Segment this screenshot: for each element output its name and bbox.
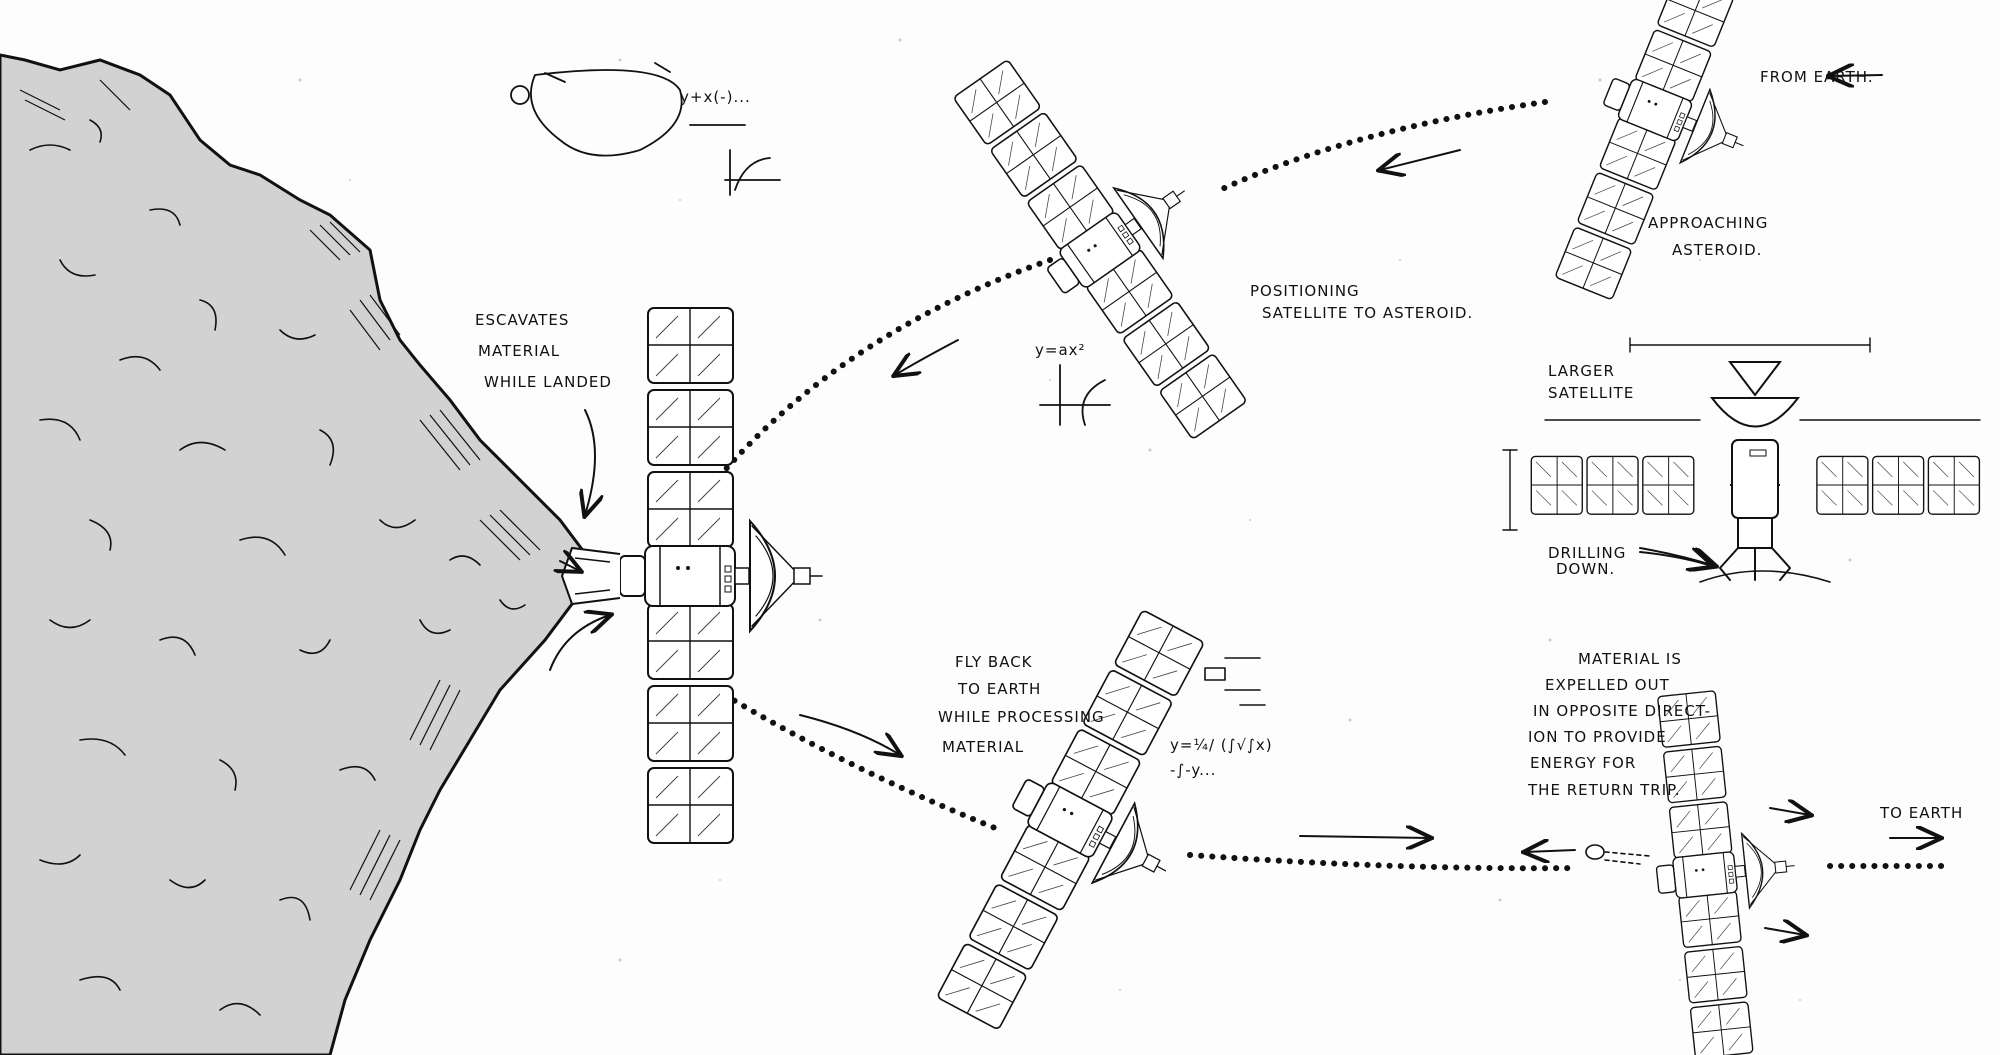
trajectory-incoming bbox=[1217, 99, 1548, 193]
label-to-earth: TO EARTH bbox=[1879, 804, 1963, 822]
svg-text:DRILLING: DRILLING bbox=[1548, 544, 1626, 562]
svg-text:FLY BACK: FLY BACK bbox=[955, 653, 1033, 671]
svg-text:y+x(-)...: y+x(-)... bbox=[680, 88, 751, 106]
svg-text:y=ax²: y=ax² bbox=[1035, 341, 1086, 359]
trajectory-return bbox=[1187, 852, 1578, 872]
label-positioning: POSITIONING SATELLITE TO ASTEROID. bbox=[1250, 282, 1473, 322]
label-excavates: ESCAVATES MATERIAL WHILE LANDED bbox=[475, 311, 612, 391]
svg-text:DOWN.: DOWN. bbox=[1556, 560, 1615, 578]
larger-satellite-detail bbox=[1530, 361, 1981, 583]
satellite-positioning bbox=[935, 20, 1303, 452]
label-drilling-down: DRILLING DOWN. bbox=[1548, 544, 1712, 578]
orbit-sketch: y+x(-)... bbox=[510, 62, 781, 196]
label-from-earth: FROM EARTH. bbox=[1760, 68, 1874, 86]
svg-text:TO EARTH: TO EARTH bbox=[957, 680, 1041, 698]
svg-text:ESCAVATES: ESCAVATES bbox=[475, 311, 569, 329]
svg-text:WHILE PROCESSING: WHILE PROCESSING bbox=[938, 708, 1105, 726]
label-expelled: MATERIAL IS EXPELLED OUT IN OPPOSITE DIR… bbox=[1527, 650, 1711, 799]
motion-arrows bbox=[549, 75, 1940, 935]
satellite-approaching bbox=[1536, 0, 1815, 324]
label-fly-back: FLY BACK TO EARTH WHILE PROCESSING MATER… bbox=[938, 653, 1105, 756]
svg-text:MATERIAL: MATERIAL bbox=[478, 342, 560, 360]
expelled-material bbox=[1585, 844, 1651, 865]
dimension-marks bbox=[1502, 337, 1981, 531]
equation-sketch-2: y=¼/ (∫√∫x) -∫-y... bbox=[1170, 657, 1273, 779]
svg-text:MATERIAL IS: MATERIAL IS bbox=[1578, 650, 1682, 668]
satellite-landed bbox=[560, 308, 822, 843]
label-from-earth-text: FROM EARTH. bbox=[1760, 68, 1874, 86]
svg-text:SATELLITE TO ASTEROID.: SATELLITE TO ASTEROID. bbox=[1262, 304, 1473, 322]
asteroid bbox=[0, 53, 592, 1055]
trajectory-approach bbox=[722, 257, 1053, 473]
svg-text:ASTEROID.: ASTEROID. bbox=[1672, 241, 1762, 259]
svg-text:THE RETURN TRIP.: THE RETURN TRIP. bbox=[1527, 781, 1681, 799]
svg-text:LARGER: LARGER bbox=[1548, 362, 1615, 380]
trajectory-departure bbox=[722, 692, 1003, 833]
paper-speckle bbox=[298, 38, 1951, 1001]
svg-text:-∫-y...: -∫-y... bbox=[1170, 761, 1216, 779]
label-larger-satellite: LARGER SATELLITE bbox=[1548, 362, 1634, 402]
svg-text:y=¼/ (∫√∫x): y=¼/ (∫√∫x) bbox=[1170, 736, 1273, 754]
svg-text:MATERIAL: MATERIAL bbox=[942, 738, 1024, 756]
label-approaching: APPROACHING ASTEROID. bbox=[1648, 214, 1768, 259]
svg-text:ENERGY FOR: ENERGY FOR bbox=[1530, 754, 1636, 772]
svg-text:EXPELLED OUT: EXPELLED OUT bbox=[1545, 676, 1670, 694]
svg-text:POSITIONING: POSITIONING bbox=[1250, 282, 1360, 300]
equation-sketch-1: y=ax² bbox=[1035, 341, 1111, 426]
svg-text:APPROACHING: APPROACHING bbox=[1648, 214, 1768, 232]
svg-text:IN OPPOSITE DIRECT-: IN OPPOSITE DIRECT- bbox=[1533, 702, 1711, 720]
svg-text:SATELLITE: SATELLITE bbox=[1548, 384, 1634, 402]
svg-text:WHILE LANDED: WHILE LANDED bbox=[484, 373, 612, 391]
svg-text:TO EARTH: TO EARTH bbox=[1879, 804, 1963, 822]
svg-text:ION TO PROVIDE: ION TO PROVIDE bbox=[1528, 728, 1667, 746]
